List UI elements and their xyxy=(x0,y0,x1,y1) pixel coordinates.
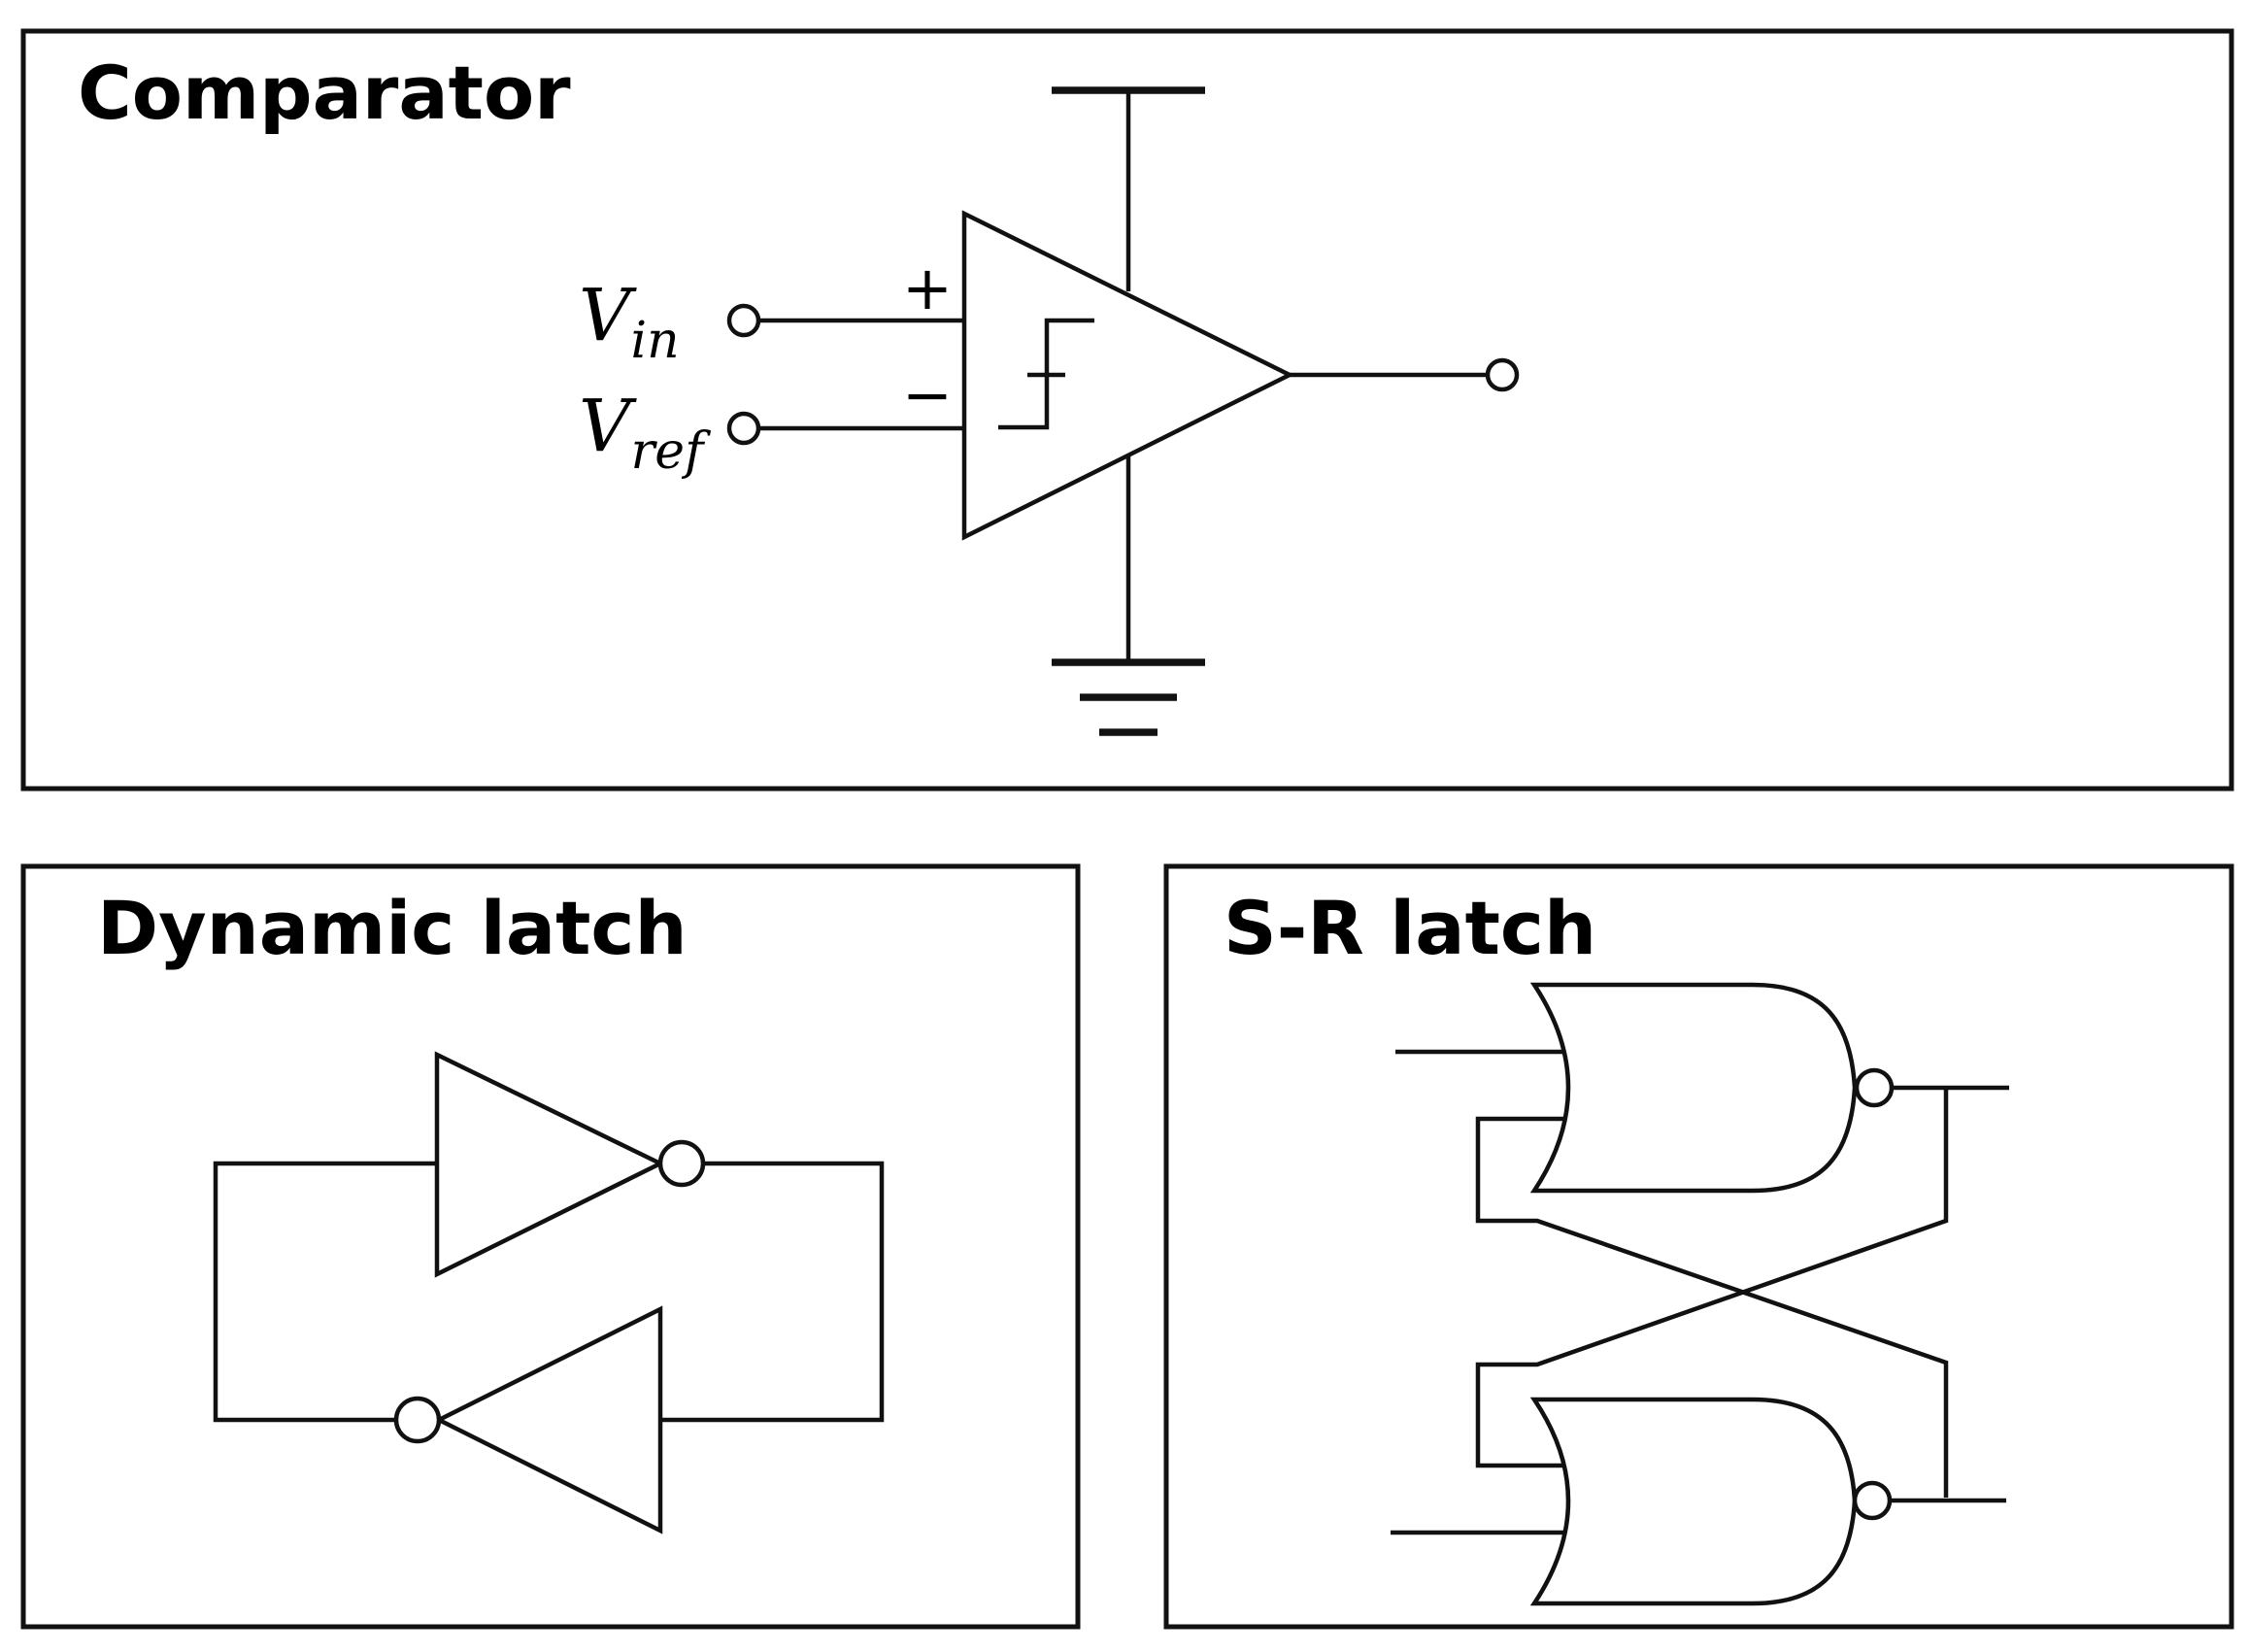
comparator-title: Comparator xyxy=(78,50,571,136)
sr-latch-title: S-R latch xyxy=(1224,885,1596,971)
cross-wire-top-to-bottom xyxy=(1475,1116,1949,1498)
plus-sign: + xyxy=(902,253,953,323)
bottom-nor-gate xyxy=(1391,1397,2006,1606)
vin-terminal xyxy=(726,303,761,338)
vref-terminal xyxy=(726,411,761,446)
vref-symbol: V xyxy=(579,385,637,468)
dynamic-latch-panel: Dynamic latch xyxy=(20,863,1081,1630)
vin-subscript: in xyxy=(630,312,679,370)
feedback-inverter-bubble xyxy=(393,1396,442,1444)
top-nor-body xyxy=(1529,982,1858,1194)
sr-latch-frame xyxy=(1163,863,2234,1630)
feedback-inverter-body xyxy=(433,1305,663,1534)
top-nor-gate xyxy=(1395,982,2009,1194)
cross-wire-bottom-to-top xyxy=(1475,1088,1949,1468)
comparator-frame xyxy=(20,28,2234,792)
forward-inverter-body xyxy=(434,1051,666,1278)
vin-symbol: V xyxy=(579,274,637,357)
feedback-inverter xyxy=(393,1305,663,1534)
ground-icon xyxy=(1052,658,1205,736)
forward-inverter-bubble xyxy=(657,1139,706,1188)
dynamic-latch-frame xyxy=(20,863,1081,1630)
vref-subscript: ref xyxy=(630,422,711,481)
bottom-nor-body xyxy=(1529,1397,1858,1606)
vref-label: Vref xyxy=(579,385,711,481)
comparator-symbol xyxy=(961,210,1295,541)
bottom-nor-bubble xyxy=(1852,1480,1893,1521)
forward-inverter xyxy=(434,1051,706,1278)
minus-sign: − xyxy=(902,359,953,430)
output-terminal xyxy=(1485,357,1520,392)
sr-latch-panel: S-R latch xyxy=(1163,863,2234,1630)
hysteresis-step-icon xyxy=(998,318,1094,430)
right-loop-wire xyxy=(660,1161,885,1423)
vin-label: Vin xyxy=(579,274,680,370)
comparator-panel: Comparator + − Vin Vref xyxy=(20,28,2234,792)
left-loop-wire xyxy=(213,1161,437,1423)
top-nor-bubble xyxy=(1854,1067,1895,1108)
dynamic-latch-title: Dynamic latch xyxy=(97,885,688,971)
